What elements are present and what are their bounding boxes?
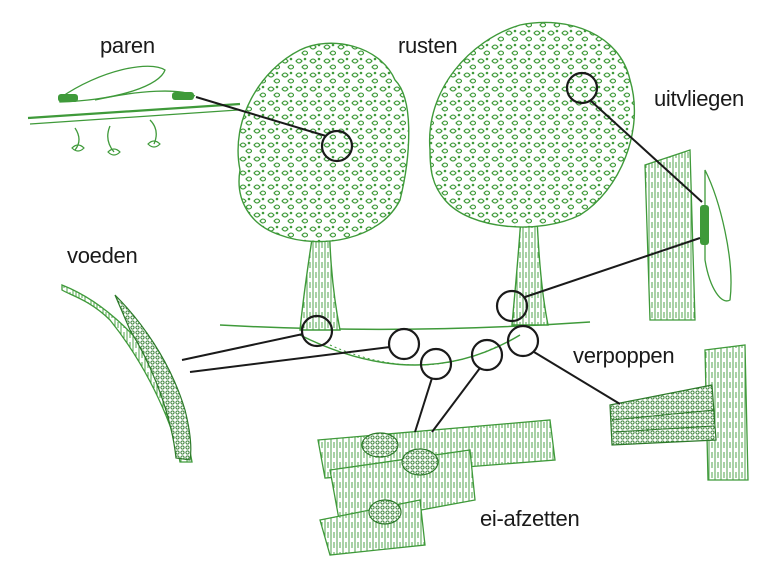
callout-circle-voeden-2: [387, 327, 421, 361]
label-uitvliegen: uitvliegen: [654, 86, 744, 111]
callout-circles: [300, 71, 599, 381]
larva-feeding-twig-icon: [61, 284, 193, 463]
adult-insect-mating-icon: [27, 65, 241, 156]
label-paren: paren: [100, 33, 155, 58]
callout-circle-eggs-1: [419, 347, 453, 381]
label-rusten: rusten: [398, 33, 458, 58]
label-ei-afzetten: ei-afzetten: [480, 506, 580, 531]
egg-masses-wood-icon: [317, 419, 556, 556]
tree-right-icon: [428, 21, 636, 326]
adult-insect-emerging-icon: [644, 149, 732, 321]
tree-left-icon: [237, 42, 410, 331]
callout-circle-paren: [320, 129, 354, 163]
callout-circle-eggs-2: [470, 338, 504, 372]
callout-circle-verpoppen: [506, 324, 540, 358]
pupa-bark-icon: [609, 344, 749, 481]
label-voeden: voeden: [67, 243, 138, 268]
callout-circle-uitvliegen: [565, 71, 599, 105]
callout-circle-voeden: [300, 314, 334, 348]
label-verpoppen: verpoppen: [573, 343, 675, 368]
callout-circle-emerge: [495, 289, 529, 323]
connector-lines: [181, 96, 703, 433]
